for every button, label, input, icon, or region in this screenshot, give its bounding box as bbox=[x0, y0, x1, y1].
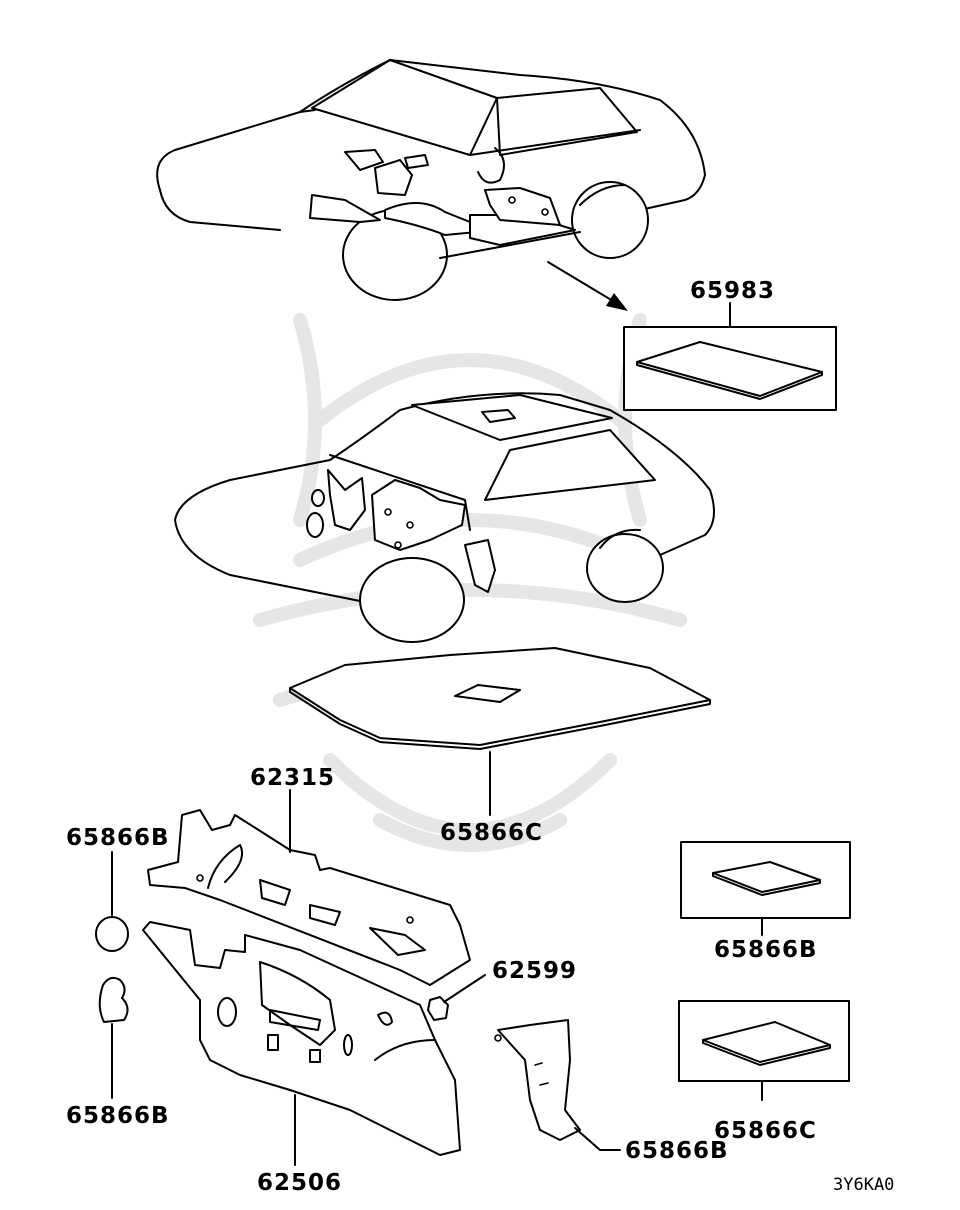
label-65866B-top-left: 65866B bbox=[66, 825, 170, 851]
label-65866B-bottom: 65866B bbox=[625, 1138, 729, 1164]
diagram-code: 3Y6KA0 bbox=[833, 1175, 894, 1195]
label-65866C-box: 65866C bbox=[714, 1118, 817, 1144]
pointer-arrow-head bbox=[606, 293, 628, 311]
label-65866C-mid: 65866C bbox=[440, 820, 543, 846]
part-65866B-side bbox=[497, 1019, 581, 1141]
label-62599: 62599 bbox=[492, 958, 577, 984]
car-top-illustration bbox=[156, 59, 706, 301]
leader-65866B-bottom bbox=[574, 1127, 621, 1151]
car-middle-illustration bbox=[174, 392, 715, 643]
label-65866B-bottom-left: 65866B bbox=[66, 1103, 170, 1129]
leader-62599 bbox=[443, 974, 486, 1003]
part-65866B-round bbox=[95, 916, 129, 952]
pointer-arrow bbox=[547, 261, 619, 305]
label-65983: 65983 bbox=[690, 278, 775, 304]
part-65866B-shaped bbox=[98, 976, 129, 1023]
label-62315: 62315 bbox=[250, 765, 335, 791]
label-65866B-box: 65866B bbox=[714, 937, 818, 963]
label-62506: 62506 bbox=[257, 1170, 342, 1196]
part-62599 bbox=[427, 996, 449, 1021]
